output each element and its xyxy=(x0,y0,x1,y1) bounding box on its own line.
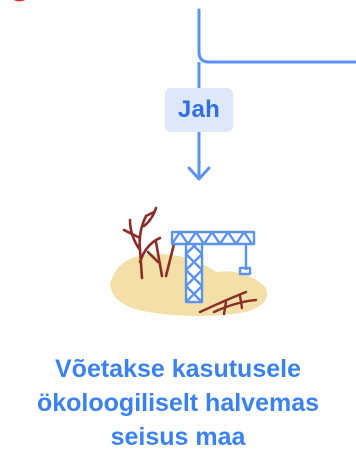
flow-connectors xyxy=(187,8,356,181)
arrow-down-icon xyxy=(187,166,211,181)
decision-yes-label: Jah xyxy=(177,96,221,123)
decision-yes-badge: Jah xyxy=(165,88,233,132)
construction-crane xyxy=(170,230,256,304)
dead-branches-middle xyxy=(146,240,176,278)
dead-branches-left xyxy=(122,206,162,280)
degraded-land-construction-icon xyxy=(110,206,268,316)
connector-line-top xyxy=(197,8,356,64)
ground-cracks xyxy=(198,290,258,316)
outcome-label: Võetakse kasutusele ökoloogiliselt halve… xyxy=(36,355,320,451)
